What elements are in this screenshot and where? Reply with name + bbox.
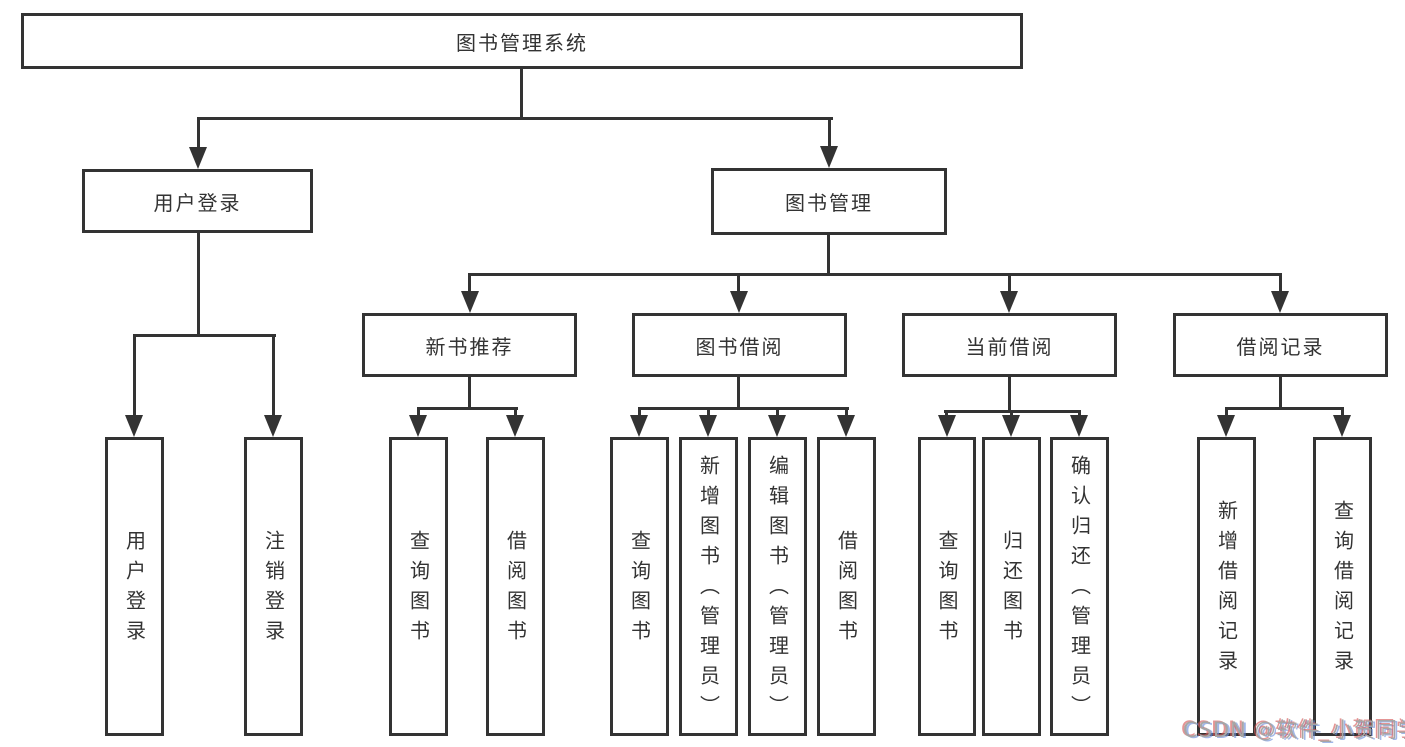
node-book-borrowing: 图书借阅	[632, 313, 847, 377]
connector-current-drop-3	[1078, 410, 1081, 418]
connector-book-mgmt-drop-4	[1279, 273, 1282, 295]
connector-book-mgmt-drop-2	[737, 273, 740, 295]
arrow-down-icon	[730, 291, 748, 313]
connector-records-drop-1	[1225, 407, 1228, 417]
node-label: 新增借阅记录	[1214, 499, 1239, 680]
arrow-down-icon	[630, 415, 648, 437]
connector-newbook-drop-1	[417, 407, 420, 417]
node-label: 注销登录	[261, 529, 286, 650]
connector-book-mgmt-arm	[468, 273, 1282, 276]
connector-borrowing-drop-2	[707, 407, 710, 417]
connector-book-mgmt-drop-3	[1008, 273, 1011, 295]
arrow-down-icon	[189, 147, 207, 169]
leaf-query-books-current: 查询图书	[918, 437, 976, 736]
connector-user-login-drop-2	[272, 334, 275, 418]
node-label: 图书管理系统	[456, 30, 588, 55]
arrow-down-icon	[125, 415, 143, 437]
csdn-watermark: CSDN @软件_小贺同学	[1183, 718, 1405, 742]
connector-user-login-stub	[197, 233, 200, 334]
connector-current-drop-1	[945, 410, 948, 418]
node-book-management: 图书管理	[711, 168, 947, 235]
node-new-book-recommendation: 新书推荐	[362, 313, 577, 377]
node-label: 借阅图书	[503, 529, 528, 650]
leaf-return-book: 归还图书	[982, 437, 1041, 736]
connector-root-drop-left	[197, 117, 200, 151]
arrow-down-icon	[768, 415, 786, 437]
leaf-query-borrow-record: 查询借阅记录	[1313, 437, 1372, 736]
connector-borrowing-drop-3	[776, 407, 779, 417]
connector-newbook-stub	[468, 377, 471, 407]
leaf-borrow-books-recommend: 借阅图书	[486, 437, 545, 736]
connector-current-stub	[1008, 377, 1011, 410]
leaf-query-books-recommend: 查询图书	[389, 437, 448, 736]
connector-borrowing-arm	[638, 407, 849, 410]
connector-user-login-arm	[133, 334, 276, 337]
connector-root-drop-right	[828, 117, 831, 150]
arrow-down-icon	[837, 415, 855, 437]
node-label: 查询图书	[935, 529, 959, 650]
arrow-down-icon	[1271, 291, 1289, 313]
leaf-confirm-return-admin: 确认归还（管理员）	[1050, 437, 1109, 736]
node-label: 查询图书	[406, 529, 431, 650]
arrow-down-icon	[1000, 291, 1018, 313]
leaf-add-book-admin: 新增图书（管理员）	[679, 437, 738, 736]
node-label: 归还图书	[999, 529, 1024, 650]
arrow-down-icon	[264, 415, 282, 437]
connector-current-drop-2	[1010, 410, 1013, 418]
connector-root-arm	[197, 117, 833, 120]
connector-borrowing-stub	[737, 377, 740, 407]
arrow-down-icon	[506, 415, 524, 437]
connector-root-stub	[520, 69, 523, 117]
connector-newbook-arm	[417, 407, 518, 410]
connector-newbook-drop-2	[514, 407, 517, 417]
node-current-borrowing: 当前借阅	[902, 313, 1117, 377]
node-borrowing-records: 借阅记录	[1173, 313, 1388, 377]
node-label: 查询图书	[627, 529, 652, 650]
node-label: 当前借阅	[965, 334, 1054, 359]
node-label: 用户登录	[153, 190, 242, 215]
node-label: 新增图书（管理员）	[696, 454, 721, 725]
arrow-down-icon	[820, 146, 838, 168]
leaf-user-login: 用户登录	[105, 437, 164, 736]
node-label: 图书借阅	[695, 334, 784, 359]
connector-borrowing-drop-4	[845, 407, 848, 417]
arrow-down-icon	[938, 415, 956, 437]
node-label: 借阅图书	[834, 529, 859, 650]
node-user-login: 用户登录	[82, 169, 313, 233]
node-label: 用户登录	[122, 529, 147, 650]
leaf-borrow-books-borrowing: 借阅图书	[817, 437, 876, 736]
connector-borrowing-drop-1	[638, 407, 641, 417]
connector-book-mgmt-drop-1	[468, 273, 471, 295]
leaf-edit-book-admin: 编辑图书（管理员）	[748, 437, 807, 736]
node-library-management-system: 图书管理系统	[21, 13, 1023, 69]
node-label: 查询借阅记录	[1330, 499, 1355, 680]
arrow-down-icon	[409, 415, 427, 437]
arrow-down-icon	[699, 415, 717, 437]
arrow-down-icon	[461, 291, 479, 313]
node-label: 新书推荐	[425, 334, 514, 359]
arrow-down-icon	[1333, 415, 1351, 437]
arrow-down-icon	[1070, 415, 1088, 437]
connector-records-arm	[1225, 407, 1344, 410]
connector-records-drop-2	[1341, 407, 1344, 417]
node-label: 图书管理	[785, 191, 873, 215]
connector-book-mgmt-stub	[827, 235, 830, 273]
connector-records-stub	[1279, 377, 1282, 407]
node-label: 编辑图书（管理员）	[765, 454, 790, 725]
arrow-down-icon	[1217, 415, 1235, 437]
node-label: 确认归还（管理员）	[1067, 454, 1092, 725]
leaf-add-borrow-record: 新增借阅记录	[1197, 437, 1256, 736]
leaf-query-books-borrowing: 查询图书	[610, 437, 669, 736]
leaf-logout: 注销登录	[244, 437, 303, 736]
connector-user-login-drop-1	[133, 334, 136, 418]
node-label: 借阅记录	[1236, 334, 1325, 359]
arrow-down-icon	[1002, 415, 1020, 437]
